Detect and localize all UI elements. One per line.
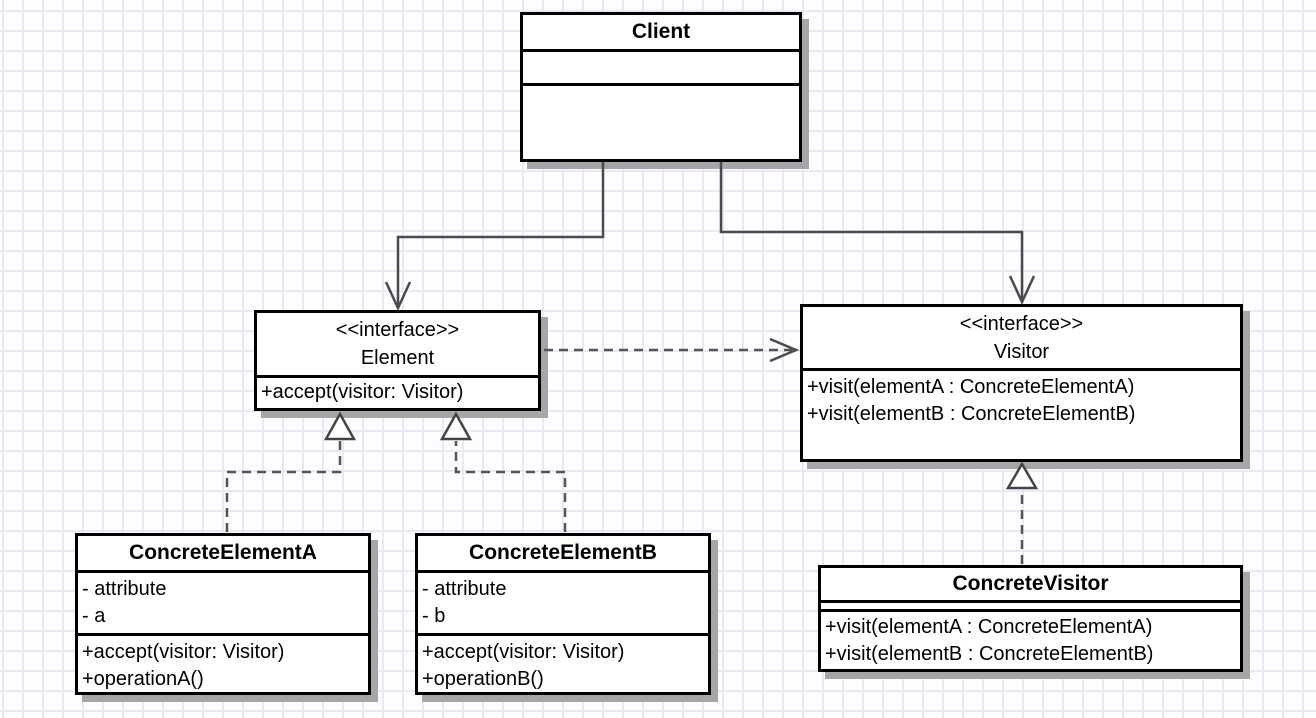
class-box-concrete-element-a[interactable]: ConcreteElementA - attribute - a +accept… xyxy=(75,533,371,695)
edge-concrete-element-a-element xyxy=(225,411,357,532)
edge-element-visitor xyxy=(544,337,800,363)
operation: +visit(elementB : ConcreteElementB) xyxy=(825,643,1154,665)
class-title-compartment: <<interface>> Visitor xyxy=(803,307,1240,368)
class-title-compartment: ConcreteElementB xyxy=(418,536,708,570)
class-name: ConcreteElementA xyxy=(129,541,317,564)
operation: +accept(visitor: Visitor) xyxy=(82,641,285,663)
edge-client-visitor xyxy=(719,162,1036,305)
attribute: - b xyxy=(422,605,446,627)
operations-compartment: +visit(elementA : ConcreteElementA) +vis… xyxy=(821,609,1240,669)
operation: +operationA() xyxy=(82,668,204,690)
attribute: - a xyxy=(82,605,106,627)
class-name: ConcreteVisitor xyxy=(952,572,1109,595)
class-box-concrete-visitor[interactable]: ConcreteVisitor +visit(elementA : Concre… xyxy=(818,565,1243,672)
class-box-visitor[interactable]: <<interface>> Visitor +visit(elementA : … xyxy=(800,304,1243,462)
class-title-compartment: ConcreteElementA xyxy=(78,536,368,570)
class-title-compartment: <<interface>> Element xyxy=(257,313,538,375)
class-title-compartment: Client xyxy=(523,15,799,49)
attributes-compartment: - attribute - a xyxy=(78,570,368,633)
edge-concrete-visitor-visitor xyxy=(1005,461,1039,564)
edge-concrete-element-b-element xyxy=(439,411,567,532)
operation: +accept(visitor: Visitor) xyxy=(261,381,464,403)
stereotype-label: <<interface>> xyxy=(335,319,460,341)
operations-compartment xyxy=(523,83,799,159)
class-name: Element xyxy=(360,347,435,369)
attribute: - attribute xyxy=(422,578,507,600)
operation: +visit(elementB : ConcreteElementB) xyxy=(807,403,1136,425)
class-title-compartment: ConcreteVisitor xyxy=(821,568,1240,600)
class-box-concrete-element-b[interactable]: ConcreteElementB - attribute - b +accept… xyxy=(415,533,711,695)
class-name: Client xyxy=(631,20,691,43)
attributes-compartment xyxy=(821,600,1240,609)
operation: +operationB() xyxy=(422,668,544,690)
operations-compartment: +accept(visitor: Visitor) +operationB() xyxy=(418,633,708,692)
operations-compartment: +accept(visitor: Visitor) xyxy=(257,375,538,408)
attributes-compartment xyxy=(523,49,799,83)
operations-compartment: +accept(visitor: Visitor) +operationA() xyxy=(78,633,368,692)
attributes-compartment: - attribute - b xyxy=(418,570,708,633)
class-name: ConcreteElementB xyxy=(469,541,657,564)
class-name: Visitor xyxy=(993,340,1050,363)
class-box-client[interactable]: Client xyxy=(520,12,802,162)
attribute: - attribute xyxy=(82,578,167,600)
operation: +visit(elementA : ConcreteElementA) xyxy=(807,376,1135,398)
operations-compartment: +visit(elementA : ConcreteElementA) +vis… xyxy=(803,368,1240,459)
operation: +visit(elementA : ConcreteElementA) xyxy=(825,616,1153,638)
class-box-element[interactable]: <<interface>> Element +accept(visitor: V… xyxy=(254,310,541,411)
stereotype-label: <<interface>> xyxy=(959,312,1084,335)
operation: +accept(visitor: Visitor) xyxy=(422,641,625,663)
edge-client-element xyxy=(384,162,605,311)
